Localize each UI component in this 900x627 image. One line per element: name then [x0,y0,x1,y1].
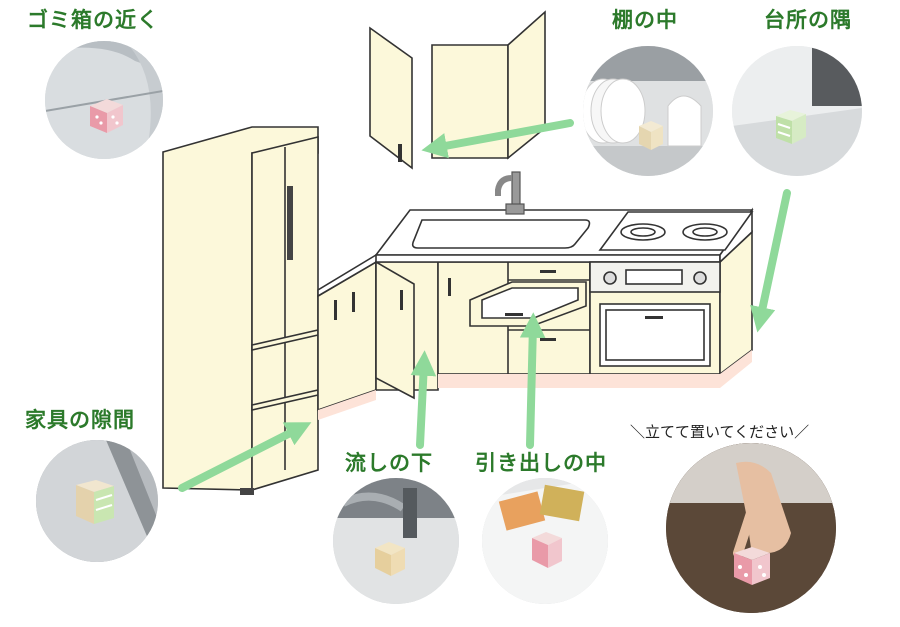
refrigerator-icon [162,126,319,495]
photo-trash-can [45,41,163,159]
sink-icon [411,219,591,249]
label-kitchen-corner: 台所の隅 [764,8,852,32]
label-drawer: 引き出しの中 [475,451,607,475]
label-shelf: 棚の中 [612,8,678,32]
oven-icon [589,261,721,367]
stove-icon [598,211,754,251]
label-trash-can: ゴミ箱の近く [27,8,159,32]
wall-cabinet [369,10,546,170]
hand-icon [733,461,791,558]
photo-drawer [482,478,608,604]
photo-under-sink [333,478,459,604]
drawer-icon [469,281,587,327]
instruction-text: ＼立てて置いてください／ [630,423,810,441]
photo-hand-placing [666,443,836,613]
faucet-icon [495,171,525,215]
photo-kitchen-corner [732,46,862,176]
label-furniture-gap: 家具の隙間 [25,408,135,432]
photo-furniture-gap [36,440,158,562]
photo-shelf [583,46,713,176]
label-under-sink: 流しの下 [345,451,433,475]
deodorizer-cube-icon [90,99,123,133]
arrows [178,119,791,492]
